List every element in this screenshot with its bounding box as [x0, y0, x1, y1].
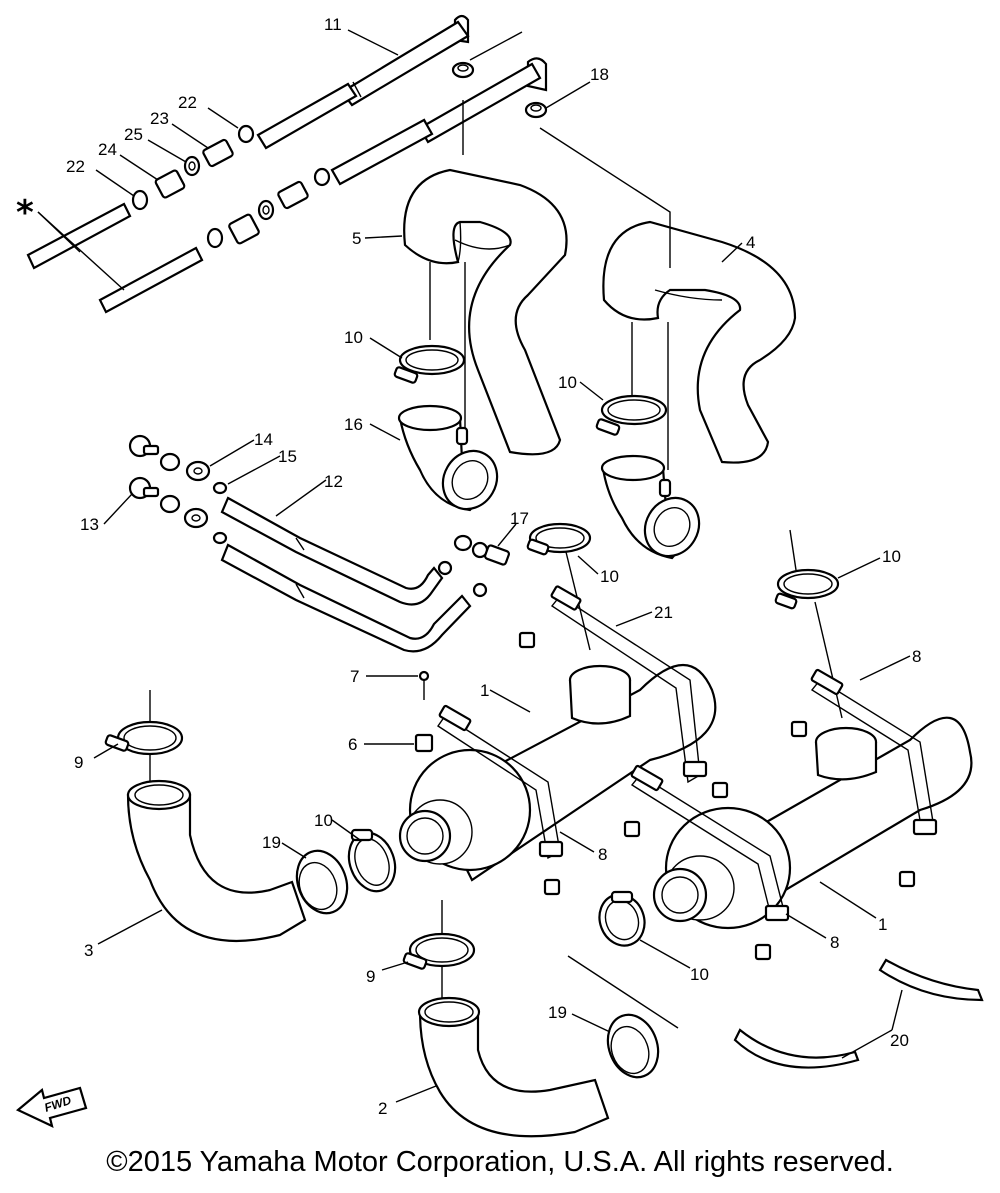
coupling-19-lower [606, 1013, 660, 1079]
callout-10-b: 10 [558, 373, 577, 392]
callout-12: 12 [324, 472, 343, 491]
copyright-notice: ©2015 Yamaha Motor Corporation, U.S.A. A… [106, 1146, 894, 1178]
callout-22-lower: 22 [66, 157, 85, 176]
mounting-band-8-mid [630, 764, 790, 922]
exhaust-pipe-5 [403, 168, 568, 456]
callout-labels: 11 18 22 23 25 24 22 5 4 10 10 16 14 15 … [66, 15, 921, 1118]
callout-19-a: 19 [262, 833, 281, 852]
exhaust-pipe-4 [602, 220, 797, 464]
callout-9-b: 9 [366, 967, 375, 986]
callout-22-upper: 22 [178, 93, 197, 112]
mounting-band-8-left [437, 704, 564, 860]
callout-10-f: 10 [690, 965, 709, 984]
spacer-20 [733, 958, 984, 1069]
callout-11: 11 [324, 15, 342, 34]
callout-8-c: 8 [830, 933, 839, 952]
small-clamp-15 [212, 481, 228, 495]
bolt-13-upper [128, 434, 211, 482]
callout-leaders [93, 29, 911, 1103]
asterisk-note: * [16, 193, 34, 233]
clamp-hose-end-a [437, 560, 453, 576]
clip-6 [414, 631, 916, 961]
water-hose-12 [220, 496, 472, 653]
hose-clamp-10-mid [526, 522, 592, 556]
hose-clamp-9-upper [104, 720, 184, 756]
callout-9-a: 9 [74, 753, 83, 772]
callout-6: 6 [348, 735, 357, 754]
callout-1-a: 1 [480, 681, 489, 700]
coupling-19-upper [295, 849, 349, 915]
hose-clamp-10-lower [598, 890, 646, 947]
callout-14: 14 [254, 430, 273, 449]
callout-19-b: 19 [548, 1003, 567, 1022]
callout-18: 18 [590, 65, 609, 84]
fitting-set-upper [131, 124, 255, 211]
hose-clamp-10-coupling [347, 828, 397, 893]
small-clamp-15b [212, 531, 228, 545]
fitting-set-lower [206, 167, 331, 249]
cooling-hose-lower [330, 57, 548, 186]
callout-2: 2 [378, 1099, 387, 1118]
exhaust-elbow-16-right [600, 454, 701, 560]
hose-clamp-10-right [595, 394, 668, 436]
callout-10-a: 10 [344, 328, 363, 347]
muffler-1-right [652, 716, 973, 930]
callout-10-d: 10 [882, 547, 901, 566]
clamp-hose-end-b [472, 582, 488, 598]
hose-to-asterisk [26, 202, 204, 314]
callout-7: 7 [350, 667, 359, 686]
callout-13: 13 [80, 515, 99, 534]
callout-24: 24 [98, 140, 117, 159]
exhaust-pipe-3 [126, 779, 307, 942]
callout-16: 16 [344, 415, 363, 434]
clamp-18 [524, 101, 548, 119]
callout-17: 17 [510, 509, 529, 528]
callout-10-c: 10 [600, 567, 619, 586]
cooling-hose-11 [256, 14, 470, 150]
callout-15: 15 [278, 447, 297, 466]
callout-8-b: 8 [598, 845, 607, 864]
callout-21: 21 [654, 603, 673, 622]
exhaust-elbow-16-left [397, 404, 499, 512]
bolt-13-lower [128, 476, 209, 529]
hose-clamp-10-left [393, 344, 466, 384]
clamp-18-upper [451, 61, 475, 79]
screw-7 [418, 670, 430, 700]
mounting-band-8-right [810, 668, 938, 836]
hose-clamp-9-lower [402, 932, 476, 970]
mounting-band-21 [550, 585, 708, 784]
muffler-1-left [398, 664, 717, 882]
callout-3: 3 [84, 941, 93, 960]
exhaust-pipe-2 [417, 996, 610, 1138]
hose-clamp-10-far-right [774, 568, 840, 610]
forward-arrow-icon: FWD [15, 1086, 88, 1128]
callout-10-e: 10 [314, 811, 333, 830]
callout-23: 23 [150, 109, 169, 128]
callout-1-b: 1 [878, 915, 887, 934]
callout-20: 20 [890, 1031, 909, 1050]
fitting-17 [453, 534, 510, 566]
callout-4: 4 [746, 233, 755, 252]
callout-5: 5 [352, 229, 361, 248]
callout-8-a: 8 [912, 647, 921, 666]
callout-25: 25 [124, 125, 143, 144]
